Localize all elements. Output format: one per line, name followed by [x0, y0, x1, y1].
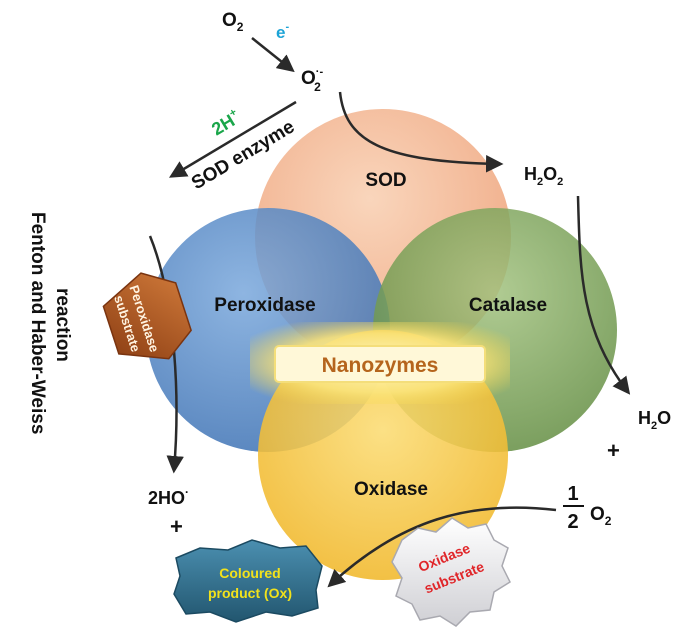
h2o-label: H2O — [638, 408, 671, 432]
peroxidase-substrate-badge — [102, 272, 192, 360]
nanozymes-label: Nanozymes — [322, 354, 439, 377]
oxidase-substrate-badge — [391, 517, 511, 627]
o2-label: O2 — [222, 10, 244, 34]
coloured-product-line2: product (Ox) — [208, 585, 292, 601]
oxidase-reaction-arrow — [327, 506, 557, 588]
peroxidase-label: Peroxidase — [214, 295, 315, 316]
sod-enzyme-arrow — [168, 100, 297, 178]
half-denominator: 2 — [567, 511, 578, 533]
protons-label: 2H+ — [208, 106, 244, 139]
reaction-label: reaction — [52, 288, 73, 362]
superoxide-to-h2o2-arrow — [338, 91, 504, 173]
half-o2-label: O2 — [590, 504, 612, 528]
fenton-label: Fenton and Haber-Weiss — [27, 212, 48, 434]
electron-label: e- — [276, 21, 289, 42]
oxidase-label: Oxidase — [354, 479, 428, 500]
o2-to-superoxide-arrow — [251, 37, 295, 73]
left-plus-sign: + — [170, 514, 183, 539]
sod-label: SOD — [365, 170, 406, 191]
superoxide-label: O·-2 — [301, 66, 323, 94]
hydroxyl-label: 2HO· — [148, 485, 189, 508]
nanozymes-box — [274, 345, 486, 383]
catalase-label: Catalase — [469, 295, 547, 316]
h2o2-to-h2o-arrow — [576, 195, 631, 395]
coloured-product-line1: Coloured — [219, 565, 280, 581]
right-plus-sign: + — [607, 438, 620, 463]
h2o2-label: H2O2 — [524, 164, 563, 188]
half-numerator: 1 — [567, 483, 578, 505]
coloured-product-badge — [173, 539, 323, 623]
